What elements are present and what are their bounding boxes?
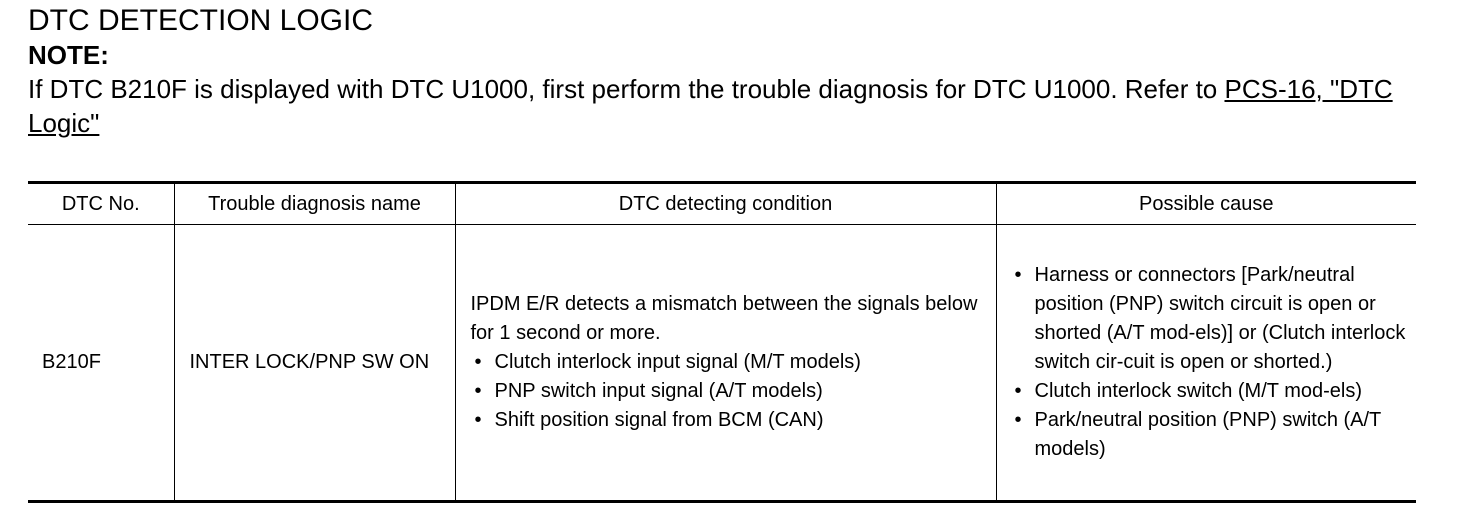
condition-intro: IPDM E/R detects a mismatch between the … — [470, 293, 978, 344]
cell-detecting-condition: IPDM E/R detects a mismatch between the … — [454, 224, 997, 502]
condition-list: Clutch interlock input signal (M/T model… — [471, 348, 996, 435]
list-item: Clutch interlock switch (M/T mod-els) — [1011, 377, 1409, 406]
cell-dtc-no: B210F — [28, 224, 175, 502]
header-diagnosis-name: Trouble diagnosis name — [173, 182, 456, 225]
list-item: Park/neutral position (PNP) switch (A/T … — [1011, 406, 1409, 464]
note-text: If DTC B210F is displayed with DTC U1000… — [28, 72, 1448, 140]
header-dtc-no: DTC No. — [28, 182, 175, 225]
cell-possible-cause: Harness or connectors [Park/neutral posi… — [995, 224, 1416, 502]
list-item: PNP switch input signal (A/T models) — [471, 377, 996, 406]
list-item: Clutch interlock input signal (M/T model… — [471, 348, 996, 377]
note-label: NOTE: — [28, 40, 109, 70]
table-header-row: DTC No. Trouble diagnosis name DTC detec… — [28, 182, 1416, 225]
list-item: Shift position signal from BCM (CAN) — [471, 406, 996, 435]
table-row: B210F INTER LOCK/PNP SW ON IPDM E/R dete… — [28, 224, 1416, 502]
cause-list: Harness or connectors [Park/neutral posi… — [1011, 261, 1409, 464]
reference-link[interactable]: PCS-16, "DTC Logic" — [28, 74, 1393, 138]
list-item: Harness or connectors [Park/neutral posi… — [1011, 261, 1409, 377]
header-possible-cause: Possible cause — [995, 182, 1416, 225]
header-detecting-condition: DTC detecting condition — [454, 182, 997, 225]
section-title: DTC DETECTION LOGIC — [28, 4, 374, 37]
dtc-table: DTC No. Trouble diagnosis name DTC detec… — [28, 181, 1416, 503]
note-body: If DTC B210F is displayed with DTC U1000… — [28, 74, 1225, 104]
cell-diagnosis-name: INTER LOCK/PNP SW ON — [173, 224, 456, 502]
